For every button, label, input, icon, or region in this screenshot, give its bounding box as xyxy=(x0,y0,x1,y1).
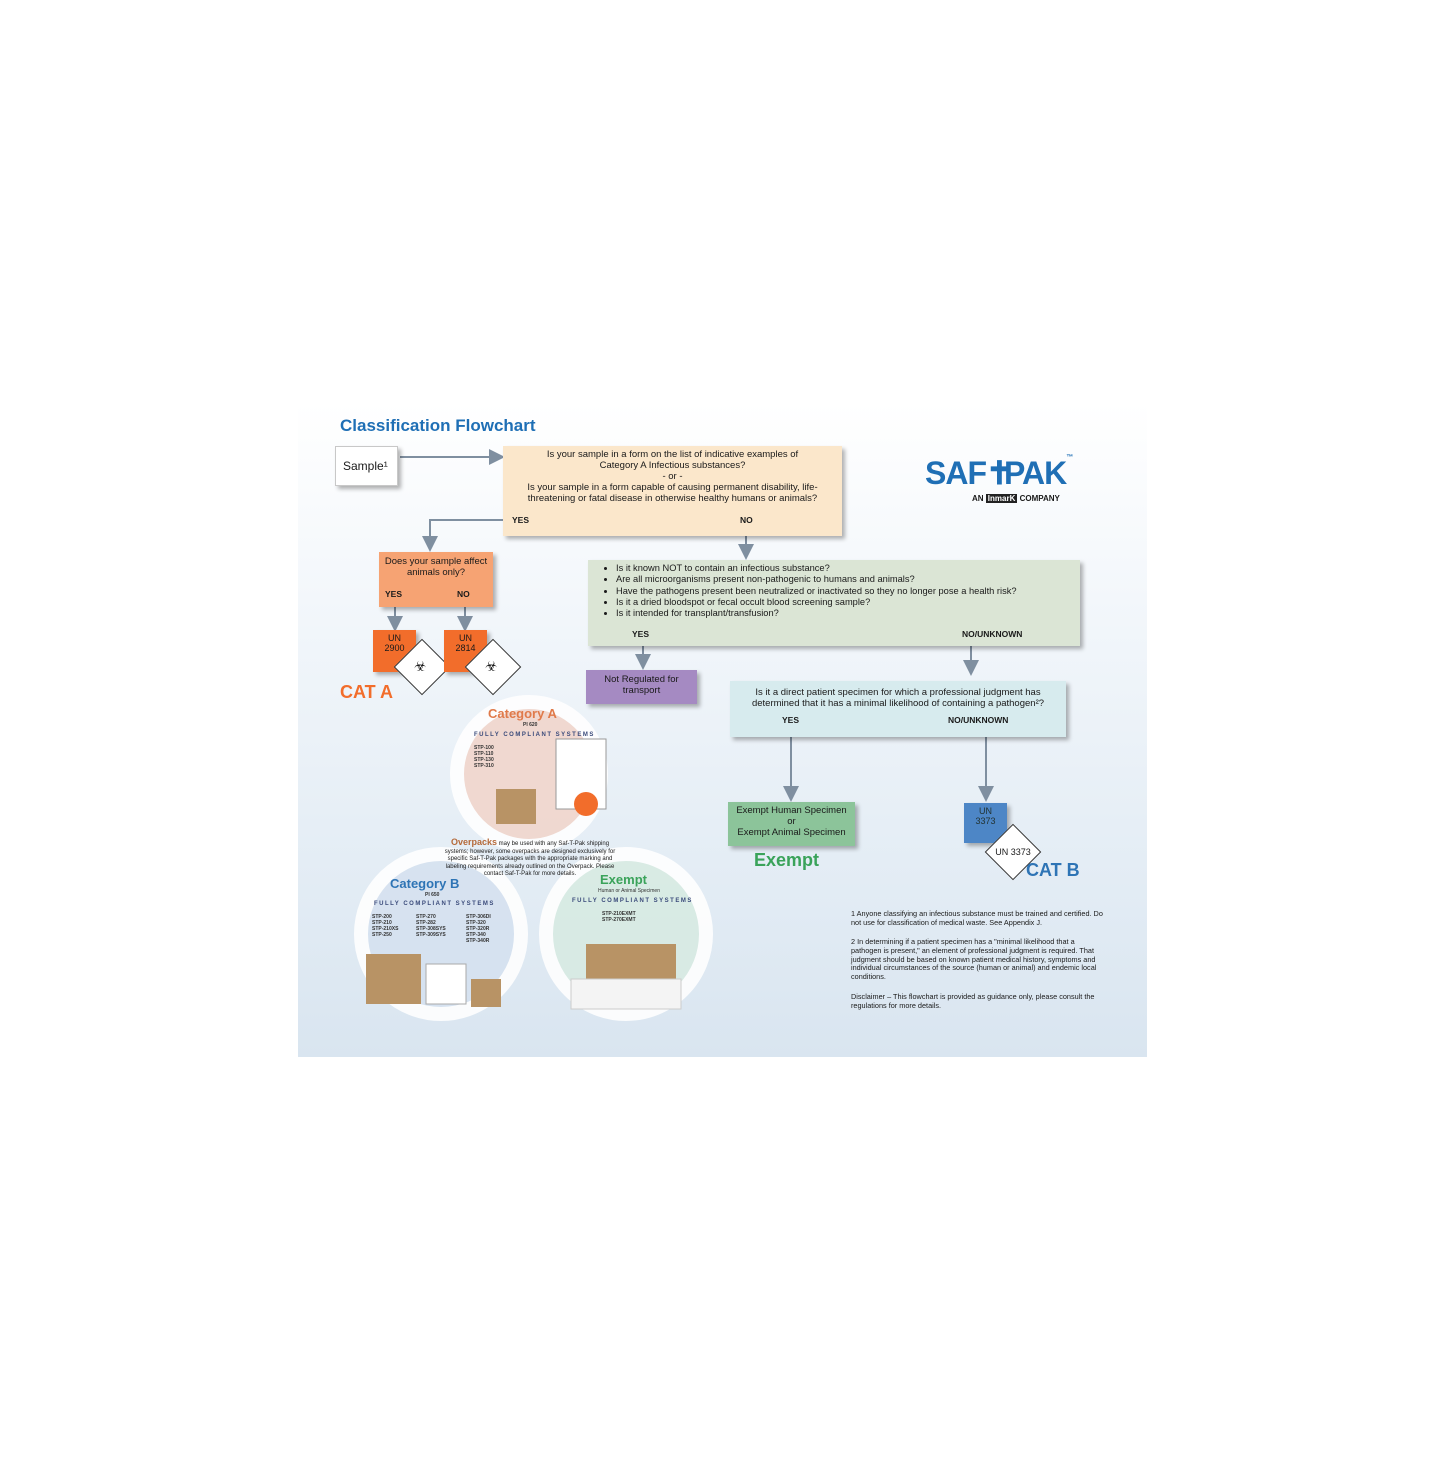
saftpak-logo: SAF✝PAK™ xyxy=(925,454,1073,492)
page-title: Classification Flowchart xyxy=(340,416,536,435)
stp-item: STP-320R xyxy=(466,926,490,932)
q3-no-label: NO/UNKNOWN xyxy=(962,629,1023,639)
footnote-2: 2 In determining if a patient specimen h… xyxy=(851,937,1097,982)
exempt-line1: Exempt Human Specimen xyxy=(736,805,847,816)
stp-item: STP-340R xyxy=(466,938,490,944)
sample-box: Sample¹ xyxy=(335,446,398,486)
overpacks-text: may be used with any Saf-T-Pak shipping … xyxy=(444,841,616,878)
sample-label: Sample¹ xyxy=(343,458,388,473)
bio-cat-a-title: Category A xyxy=(488,706,557,721)
cat-a-label: CAT A xyxy=(340,682,393,702)
un2900-line1: UN xyxy=(388,633,401,643)
q1-no-label: NO xyxy=(740,515,753,525)
stp-item: STP-320 xyxy=(466,920,486,926)
bio-exempt-stp-list: STP-210EXMT STP-270EXMT xyxy=(602,911,636,923)
stp-item: STP-250 xyxy=(372,932,392,938)
logo-right: PAK xyxy=(1004,455,1067,491)
exempt-label: Exempt xyxy=(754,850,820,870)
logo-left: SAF xyxy=(925,455,987,491)
flowchart-panel: Classification Flowchart Sample¹ Is your… xyxy=(298,402,1147,1057)
q3-item: Are all microorganisms present non-patho… xyxy=(616,574,1074,585)
stp-item: STP-310 xyxy=(474,763,494,769)
disclaimer: Disclaimer – This flowchart is provided … xyxy=(851,992,1095,1010)
q1-line2: Is your sample in a form capable of caus… xyxy=(527,482,818,504)
q4-no-label: NO/UNKNOWN xyxy=(948,715,1009,725)
q1-line1: Is your sample in a form on the list of … xyxy=(546,449,799,471)
stp-item: STP-270EXMT xyxy=(602,917,636,923)
un2814-line1: UN xyxy=(459,633,472,643)
bio-cat-a-fcs: FULLY COMPLIANT SYSTEMS xyxy=(474,732,595,738)
bio-cat-a-stp-list: STP-100 STP-110 STP-130 STP-310 xyxy=(474,745,494,769)
stp-item: STP-130 xyxy=(474,757,494,763)
stp-item: STP-200 xyxy=(372,914,392,920)
not-regulated-text: Not Regulated for transport xyxy=(604,674,679,696)
q3-item: Have the pathogens present been neutrali… xyxy=(616,586,1074,597)
stp-item: STP-309SYS xyxy=(416,932,446,938)
stp-item: STP-306DI xyxy=(466,914,491,920)
biohazard-icon: ☣ xyxy=(414,658,427,674)
stp-item: STP-340 xyxy=(466,932,486,938)
bio-cat-b-pi: PI 650 xyxy=(425,892,440,898)
un2814-line2: 2814 xyxy=(455,643,476,653)
connector-lines xyxy=(387,449,994,802)
bio-exempt-fcs: FULLY COMPLIANT SYSTEMS xyxy=(572,898,693,904)
question-animals-only: Does your sample affect animals only? xyxy=(379,552,493,607)
stp-item: STP-110 xyxy=(474,751,494,757)
exempt-line2: or xyxy=(787,816,796,827)
stp-item: STP-282 xyxy=(416,920,436,926)
question-category-a: Is your sample in a form on the list of … xyxy=(503,446,842,536)
bio-cat-b-fcs: FULLY COMPLIANT SYSTEMS xyxy=(374,901,495,907)
q1-yes-label: YES xyxy=(512,515,530,525)
un2900-line2: 2900 xyxy=(384,643,405,653)
logo-sub-company: COMPANY xyxy=(1019,494,1060,503)
stp-item: STP-308SYS xyxy=(416,926,446,932)
un3373-line1: UN xyxy=(979,806,992,816)
logo-tm: ™ xyxy=(1066,454,1073,461)
logo-sub-an: AN xyxy=(972,494,984,503)
stp-item: STP-210XS xyxy=(372,926,399,932)
q3-item: Is it known NOT to contain an infectious… xyxy=(616,563,1074,574)
overpacks-lead: Overpacks xyxy=(450,837,497,847)
bio-exempt-sub: Human or Animal Specimen xyxy=(598,888,660,894)
logo-sub-brand: InmarK xyxy=(985,494,1018,503)
un3373-line2: 3373 xyxy=(975,816,996,826)
bio-exempt-title: Exempt xyxy=(600,872,647,887)
bio-cat-b-title: Category B xyxy=(390,876,460,891)
q3-item: Is it a dried bloodspot or fecal occult … xyxy=(616,597,1074,608)
q2-text: Does your sample affect animals only? xyxy=(384,556,488,578)
q4-text: Is it a direct patient specimen for whic… xyxy=(751,687,1045,709)
q2-yes-label: YES xyxy=(385,589,403,599)
question-patient-specimen: Is it a direct patient specimen for whic… xyxy=(730,681,1066,737)
biohazard-icon: ☣ xyxy=(485,658,498,674)
bio-cat-b-col3: STP-306DI STP-320 STP-320R STP-340 STP-3… xyxy=(466,914,491,944)
stp-item: STP-270 xyxy=(416,914,436,920)
q3-yes-label: YES xyxy=(632,629,650,639)
stp-item: STP-210EXMT xyxy=(602,911,636,917)
stp-item: STP-100 xyxy=(474,745,494,751)
q3-item: Is it intended for transplant/transfusio… xyxy=(616,608,1074,619)
overpacks-note: Overpacks may be used with any Saf-T-Pak… xyxy=(444,837,616,879)
not-regulated-box: Not Regulated for transport xyxy=(586,670,697,704)
q2-no-label: NO xyxy=(457,589,470,599)
cat-b-label: CAT B xyxy=(1026,860,1080,880)
question-not-infectious: Is it known NOT to contain an infectious… xyxy=(588,560,1080,646)
q1-or: - or - xyxy=(662,471,683,482)
q4-yes-label: YES xyxy=(782,715,800,725)
stp-item: STP-210 xyxy=(372,920,392,926)
bio-cat-a-pi: PI 620 xyxy=(523,722,538,728)
exempt-line3: Exempt Animal Specimen xyxy=(737,827,846,838)
logo-subtitle: AN InmarK COMPANY xyxy=(972,494,1060,503)
footnote-1: 1 Anyone classifying an infectious subst… xyxy=(851,909,1103,927)
logo-t-icon: ✝ xyxy=(986,455,1013,491)
bio-cat-b-col2: STP-270 STP-282 STP-308SYS STP-309SYS xyxy=(416,914,446,938)
bio-cat-b-col1: STP-200 STP-210 STP-210XS STP-250 xyxy=(372,914,398,938)
biohazard-packaging-graphic xyxy=(354,695,713,1021)
exempt-specimen-box: Exempt Human Specimen or Exempt Animal S… xyxy=(728,802,855,846)
arrow-q1-yes xyxy=(422,519,503,552)
un3373-diamond-text: UN 3373 xyxy=(995,847,1031,857)
